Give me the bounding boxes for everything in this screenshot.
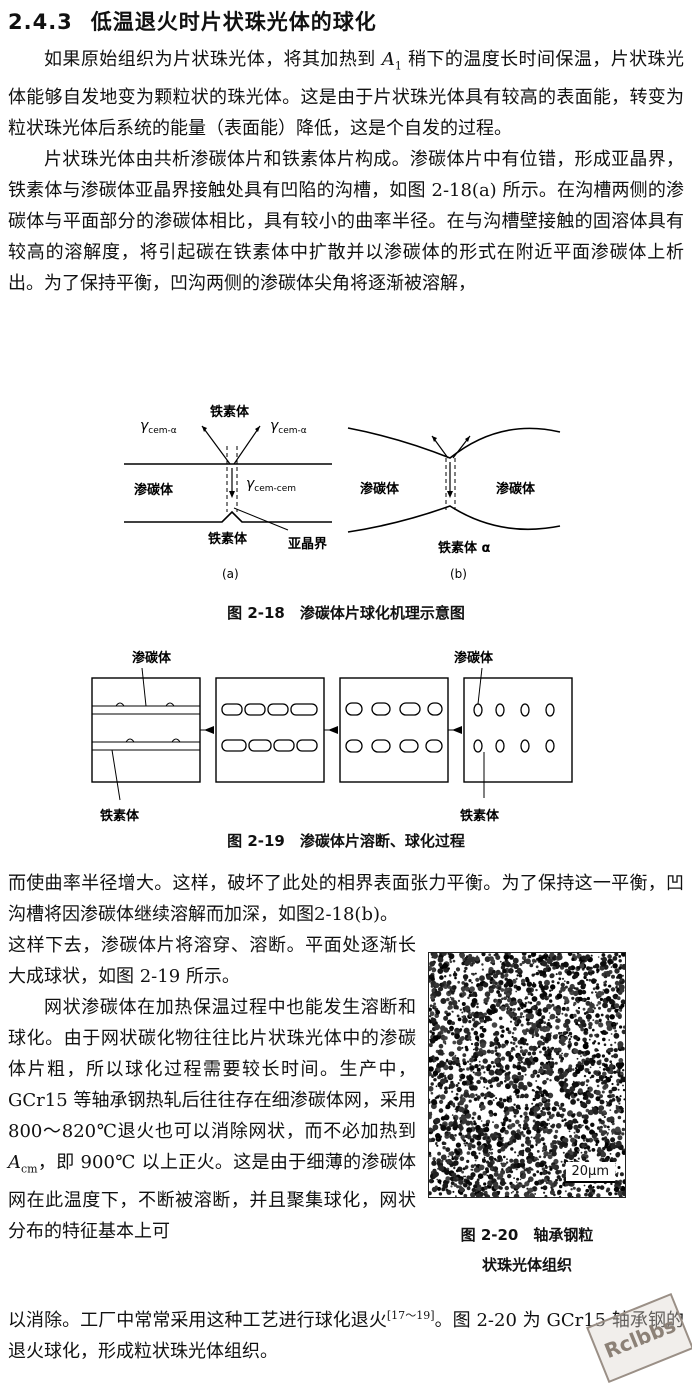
stage-4: 渗碳体 铁素体 (454, 650, 573, 824)
paragraph-4-end: 以消除。工厂中常常采用这种工艺进行球化退火[17～19]。图 2-20 为 GC… (8, 1309, 685, 1362)
section-title: 低温退火时片状珠光体的球化 (90, 10, 377, 34)
micrograph-texture (429, 953, 625, 1197)
label-ferrite-bottom: 铁素体 (207, 531, 248, 547)
stage-3 (339, 677, 449, 783)
label-a: (a) (222, 567, 239, 581)
figure-2-20-caption: 图 2-20 轴承钢粒 状珠光体组织 (460, 1226, 594, 1274)
label-cementite-a: 渗碳体 (134, 482, 174, 498)
section-number: 2.4.3 (8, 10, 73, 34)
figure-2-18-caption: 图 2-18 渗碳体片球化机理示意图 (227, 604, 465, 622)
gamma-cem-cem: γcem-cem (246, 476, 296, 494)
paragraph-1: 如果原始组织为片状珠光体，将其加热到 A1 稍下的温度长时间保温，片状珠光体能够… (8, 49, 684, 139)
label-ferrite-4: 铁素体 (459, 808, 500, 824)
figure-2-19: 渗碳体 铁素体 渗碳体 铁素体 (91, 650, 573, 824)
body-text-top: 如果原始组织为片状珠光体，将其加热到 A1 稍下的温度长时间保温，片状珠光体能够… (8, 44, 684, 299)
body-text-wrap: 这样下去，渗碳体片将溶穿、溶断。平面处逐渐长大成球状，如图 2-19 所示。 网… (8, 930, 416, 1247)
figure-2-20-micrograph: 20μm (428, 952, 626, 1198)
figure-2-19-caption: 图 2-19 渗碳体片溶断、球化过程 (227, 832, 465, 850)
paragraph-4: 网状渗碳体在加热保温过程中也能发生溶断和球化。由于网状碳化物往往比片状珠光体中的… (8, 997, 416, 1242)
label-cementite-b-left: 渗碳体 (360, 481, 400, 497)
gamma-cem-alpha-left: γcem-α (140, 418, 177, 436)
label-ferrite-1: 铁素体 (99, 808, 140, 824)
stage-1: 渗碳体 铁素体 (91, 650, 201, 824)
section-heading: 2.4.3 低温退火时片状珠光体的球化 (8, 6, 377, 36)
label-b: (b) (450, 567, 467, 581)
paragraph-3-wrap: 这样下去，渗碳体片将溶穿、溶断。平面处逐渐长大成球状，如图 2-19 所示。 (8, 935, 416, 987)
paragraph-3-full: 而使曲率半径增大。这样，破坏了此处的相界表面张力平衡。为了保持这一平衡，凹沟槽将… (8, 873, 684, 925)
stage-2 (215, 677, 325, 783)
figure-2-18: 铁素体 γcem-α γcem-α γcem-cem 渗碳体 铁素体 亚晶界 (… (124, 404, 561, 581)
label-cementite-b-right: 渗碳体 (496, 481, 536, 497)
figure-2-18a: 铁素体 γcem-α γcem-α γcem-cem 渗碳体 铁素体 亚晶界 (… (124, 404, 332, 581)
label-cementite-1: 渗碳体 (132, 650, 172, 666)
label-subgrain: 亚晶界 (288, 536, 327, 552)
paragraph-2: 片状珠光体由共析渗碳体片和铁素体片构成。渗碳体片中有位错，形成亚晶界，铁素体与渗… (8, 148, 684, 294)
label-ferrite-top: 铁素体 (209, 404, 250, 420)
label-cementite-4: 渗碳体 (454, 650, 494, 666)
scale-bar: 20μm (565, 1162, 615, 1183)
gamma-cem-alpha-right: γcem-α (270, 418, 307, 436)
figure-2-18b: 渗碳体 渗碳体 铁素体 α (b) (347, 427, 561, 581)
label-ferrite-alpha: 铁素体 α (437, 540, 491, 556)
